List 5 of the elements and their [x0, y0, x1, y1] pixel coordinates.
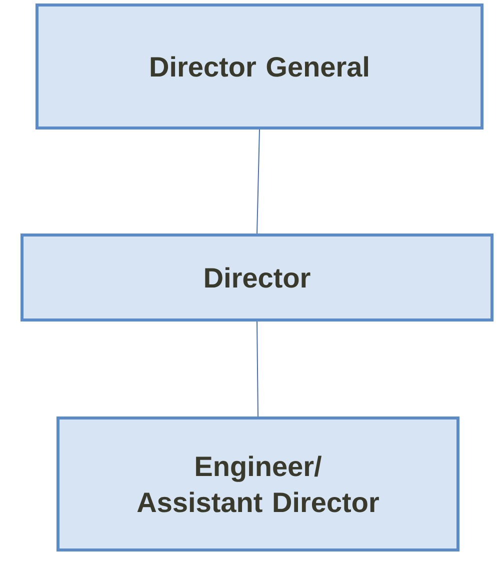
title-box: Engineer/ Assistant Director — [56, 416, 460, 552]
title-box: Director General — [36, 4, 484, 130]
title-box: Director — [20, 234, 494, 322]
connector-line — [256, 321, 258, 417]
connector-line — [256, 129, 260, 234]
